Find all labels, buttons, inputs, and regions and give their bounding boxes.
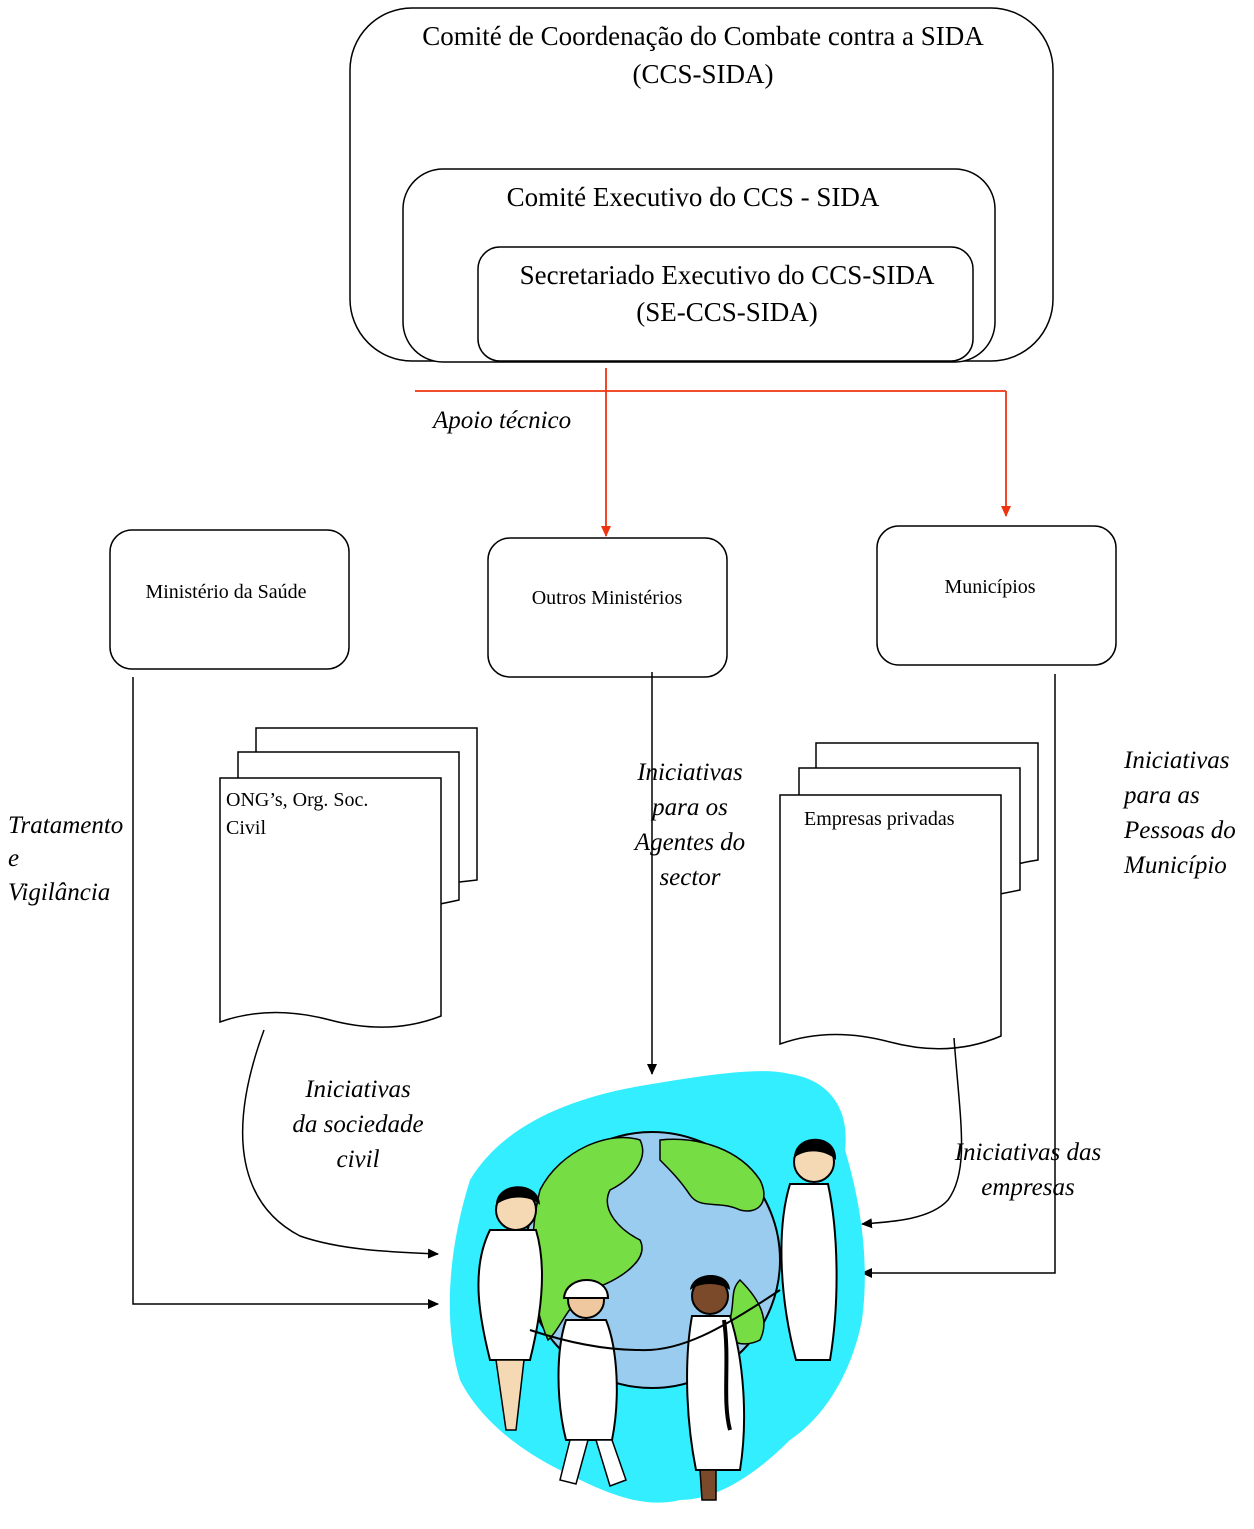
treatment-label-line1: Tratamento [8,812,123,839]
other-ministries-box: Outros Ministérios [487,537,728,678]
secretariat-title-line1: Secretariado Executivo do CCS-SIDA [520,260,935,290]
executive-committee-title: Comité Executivo do CCS - SIDA [507,182,880,212]
support-label: Apoio técnico [431,407,571,434]
secretariat-box: Secretariado Executivo do CCS-SIDA (SE-C… [477,246,974,362]
civil-society-to-people-arrow [242,1029,439,1259]
sector-label-line1: Iniciativas [636,759,743,786]
committee-title-line2: (CCS-SIDA) [632,59,773,89]
other-ministries-label: Outros Ministérios [532,587,683,609]
treatment-label: Tratamento e Vigilância [8,812,123,906]
municipality-label-line1: Iniciativas [1123,747,1230,774]
municipalities-box: Municípios [876,525,1117,666]
municipality-label: Iniciativas para as Pessoas do Município [1122,747,1236,879]
municipalities-label: Municípios [944,576,1035,598]
child-left-icon [557,1279,627,1487]
ngo-document-front [219,777,442,1028]
health-to-people-arrow [132,677,439,1309]
globe-people-icon [449,1071,865,1503]
companies-label-line2: empresas [981,1174,1075,1201]
civil-label-line3: civil [336,1146,379,1173]
committee-title-line1: Comité de Coordenação do Combate contra … [422,21,984,51]
sector-label-line2: para os [650,794,728,821]
sector-label-line3: Agentes do [633,829,745,856]
health-ministry-label: Ministério da Saúde [145,581,306,603]
company-document-front [779,794,1002,1050]
treatment-label-line2: e [8,845,19,872]
sector-label-line4: sector [659,864,720,891]
ngo-document-label-line2: Civil [226,817,266,839]
health-ministry-box: Ministério da Saúde [109,529,350,670]
person-left-icon [477,1186,543,1431]
joined-arms [529,1289,781,1352]
company-document-label: Empresas privadas [804,808,955,830]
treatment-label-line3: Vigilância [8,879,110,906]
secretariat-title-line2: (SE-CCS-SIDA) [636,297,818,327]
globe-land-1 [531,1136,644,1342]
ngo-documents: ONG’s, Org. Soc. Civil [219,727,478,1028]
company-documents: Empresas privadas [779,742,1039,1050]
child-right-icon [686,1275,746,1501]
person-right-icon [780,1138,838,1361]
ngo-document-label-line1: ONG’s, Org. Soc. [226,789,368,811]
municipality-label-line2: para as [1122,782,1200,809]
sector-label: Iniciativas para os Agentes do sector [633,759,745,891]
flow-arrows [132,672,1056,1309]
companies-label-line1: Iniciativas das [954,1139,1102,1166]
companies-label: Iniciativas das empresas [954,1139,1102,1201]
technical-support-connector: Apoio técnico [415,368,1011,537]
civil-society-label: Iniciativas da sociedade civil [292,1076,423,1173]
globe-land-2 [659,1138,765,1212]
municipality-label-line3: Pessoas do [1123,817,1236,844]
civil-label-line1: Iniciativas [304,1076,411,1103]
civil-label-line2: da sociedade [292,1111,423,1138]
companies-to-people-arrow [861,1037,963,1229]
municipalities-to-people-arrow [861,674,1056,1278]
municipality-label-line4: Município [1123,852,1227,879]
